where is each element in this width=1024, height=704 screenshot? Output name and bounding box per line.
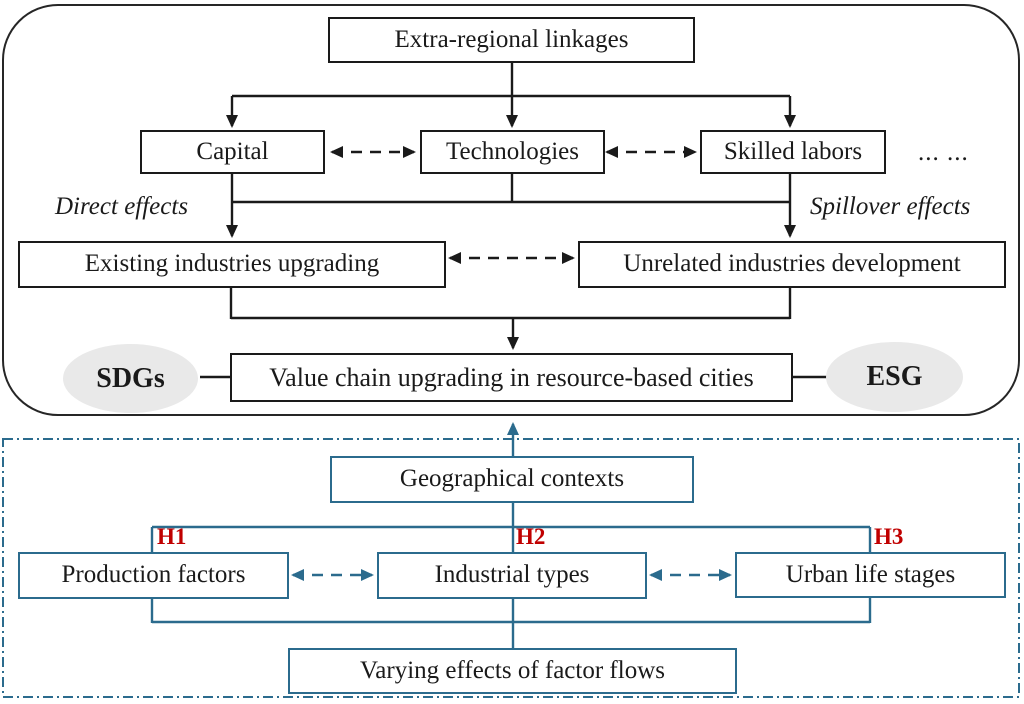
hypothesis-h2-label: H2	[516, 524, 546, 549]
hypothesis-h3-label: H3	[874, 524, 904, 549]
sdgs-ellipse: SDGs	[63, 344, 198, 413]
ellipsis-more-factors: ... ...	[918, 139, 969, 166]
box-technologies: Technologies	[420, 130, 605, 174]
box-urban-life-stages-label: Urban life stages	[785, 560, 956, 588]
box-urban-life-stages: Urban life stages	[735, 552, 1006, 598]
box-extra-regional-linkages-label: Extra-regional linkages	[394, 25, 629, 53]
spillover-effects-label: Spillover effects	[810, 193, 971, 220]
direct-effects-label: Direct effects	[55, 193, 189, 220]
box-production-factors: Production factors	[18, 552, 289, 599]
box-value-chain-label: Value chain upgrading in resource-based …	[269, 362, 754, 392]
box-technologies-label: Technologies	[446, 137, 579, 165]
box-geographical-contexts: Geographical contexts	[330, 456, 694, 503]
box-skilled-labors-label: Skilled labors	[723, 137, 863, 165]
bottom-panel-dashdot-border	[2, 438, 1020, 698]
top-panel-border	[2, 4, 1020, 416]
box-geographical-contexts-label: Geographical contexts	[399, 465, 625, 493]
box-industrial-types: Industrial types	[377, 552, 647, 599]
box-existing-industries: Existing industries upgrading	[18, 241, 446, 288]
box-skilled-labors: Skilled labors	[700, 130, 886, 174]
box-unrelated-industries-label: Unrelated industries development	[623, 250, 961, 278]
box-varying-effects: Varying effects of factor flows	[288, 648, 737, 694]
sdgs-label: SDGs	[96, 362, 165, 394]
box-capital: Capital	[140, 130, 325, 174]
box-production-factors-label: Production factors	[61, 561, 246, 589]
box-extra-regional-linkages: Extra-regional linkages	[328, 17, 695, 63]
box-unrelated-industries: Unrelated industries development	[578, 241, 1006, 288]
box-industrial-types-label: Industrial types	[434, 561, 590, 589]
hypothesis-h1-label: H1	[157, 524, 187, 549]
esg-label: ESG	[866, 361, 923, 392]
box-capital-label: Capital	[196, 137, 269, 165]
box-varying-effects-label: Varying effects of factor flows	[360, 656, 665, 684]
box-existing-industries-label: Existing industries upgrading	[84, 250, 380, 278]
box-value-chain: Value chain upgrading in resource-based …	[230, 353, 793, 402]
esg-ellipse: ESG	[826, 342, 963, 412]
